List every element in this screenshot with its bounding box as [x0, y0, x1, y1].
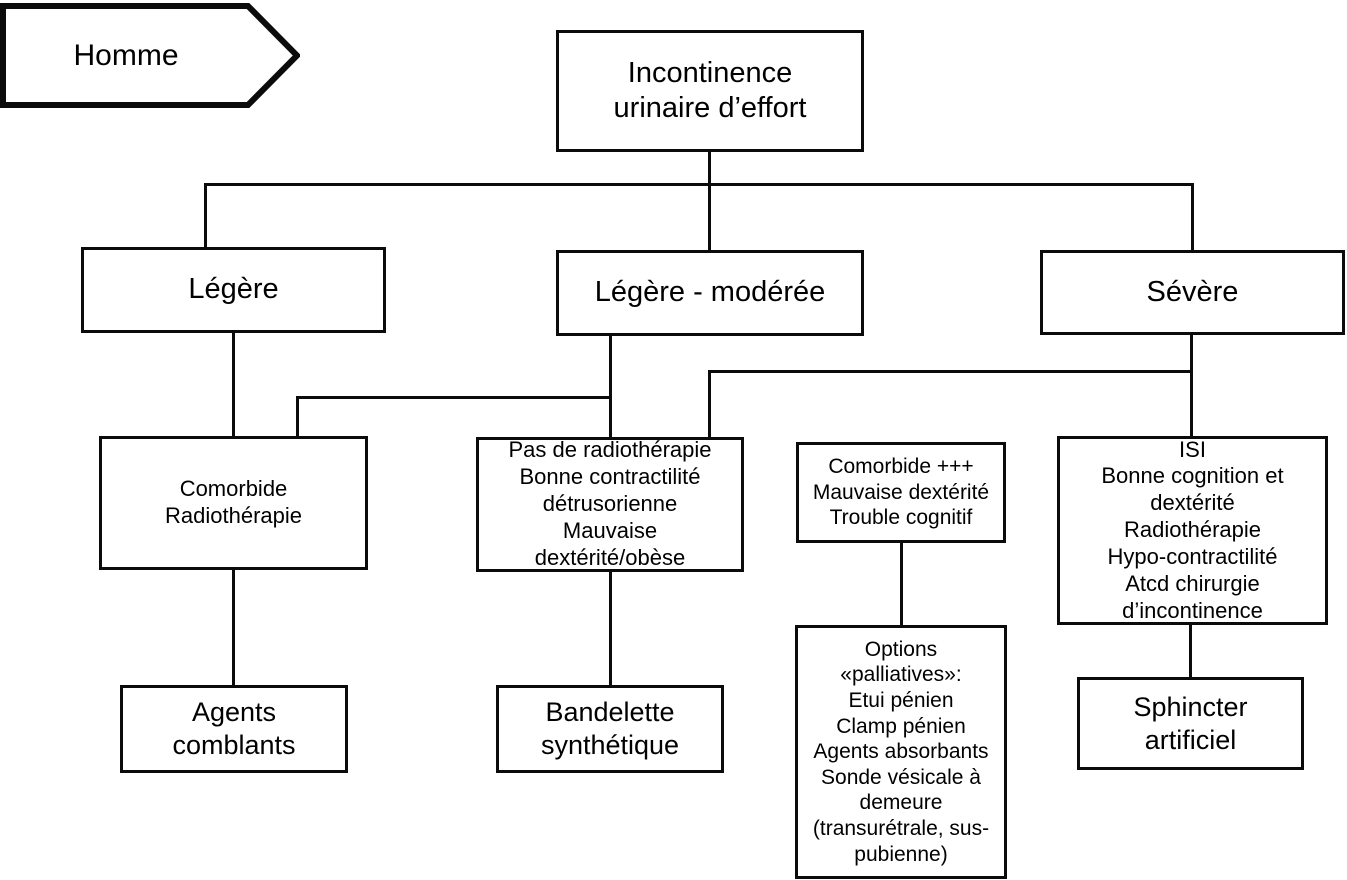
node-legere-moderee-label: Légère - modérée — [594, 276, 826, 309]
connector-bus-to-severe — [1191, 183, 1194, 252]
connector-pas-radio-to-bandelette — [609, 571, 612, 687]
connector-left-branch-to-comorbide — [296, 396, 299, 438]
node-bandelette-synthetique[interactable]: Bandelette synthétique — [496, 685, 724, 773]
connector-left-branch-to-comorbide-plus — [708, 370, 711, 444]
node-isi[interactable]: ISI Bonne cognition et dextérité Radioth… — [1057, 436, 1328, 625]
pennant-arrow-right-icon — [0, 3, 300, 108]
connector-comorbide-to-agents-comblants — [232, 569, 235, 687]
node-severe-label: Sévère — [1146, 275, 1239, 308]
node-sphincter-artificiel[interactable]: Sphincter artificiel — [1077, 677, 1304, 770]
node-comorbide-radiotherapie-label: Comorbide Radiothérapie — [165, 476, 302, 528]
connector-comorbide-plus-to-options — [900, 541, 903, 627]
node-incontinence-urinaire-effort[interactable]: Incontinence urinaire d’effort — [556, 30, 864, 152]
node-comorbide-plus-label: Comorbide +++ Mauvaise dextérité Trouble… — [812, 455, 990, 530]
connector-legere-moderee-left-branch — [296, 396, 612, 399]
connector-level1-bus — [204, 183, 1194, 186]
node-legere[interactable]: Légère — [81, 247, 386, 333]
node-legere-label: Légère — [188, 273, 279, 306]
node-legere-moderee[interactable]: Légère - modérée — [556, 250, 864, 336]
node-sphincter-artificiel-label: Sphincter artificiel — [1133, 691, 1248, 755]
node-options-palliatives[interactable]: Options «palliatives»: Etui pénien Clamp… — [795, 625, 1007, 879]
connector-bus-to-legere-moderee — [708, 183, 711, 252]
connector-bus-to-legere — [204, 183, 207, 249]
node-agents-comblants[interactable]: Agents comblants — [120, 685, 348, 773]
node-options-palliatives-label: Options «palliatives»: Etui pénien Clamp… — [812, 637, 990, 866]
node-pas-de-radiotherapie-label: Pas de radiothérapie Bonne contractilité… — [508, 437, 712, 570]
node-comorbide-plus[interactable]: Comorbide +++ Mauvaise dextérité Trouble… — [796, 442, 1006, 543]
node-comorbide-radiotherapie[interactable]: Comorbide Radiothérapie — [99, 436, 368, 570]
node-severe[interactable]: Sévère — [1040, 250, 1345, 335]
connector-root-down — [708, 150, 711, 186]
connector-severe-left-branch — [708, 370, 1193, 373]
node-incontinence-urinaire-effort-label: Incontinence urinaire d’effort — [613, 56, 807, 124]
node-isi-label: ISI Bonne cognition et dextérité Radioth… — [1101, 436, 1284, 623]
banner-homme-label: Homme — [73, 38, 179, 72]
connector-legere-to-comorbide — [232, 332, 235, 438]
node-agents-comblants-label: Agents comblants — [172, 697, 296, 760]
connector-severe-down — [1190, 334, 1193, 439]
connector-legere-moderee-down — [609, 335, 612, 439]
connector-isi-to-sphincter — [1189, 623, 1192, 679]
node-bandelette-synthetique-label: Bandelette synthétique — [540, 697, 680, 760]
node-pas-de-radiotherapie[interactable]: Pas de radiothérapie Bonne contractilité… — [476, 437, 744, 572]
banner-homme: Homme — [0, 3, 300, 108]
